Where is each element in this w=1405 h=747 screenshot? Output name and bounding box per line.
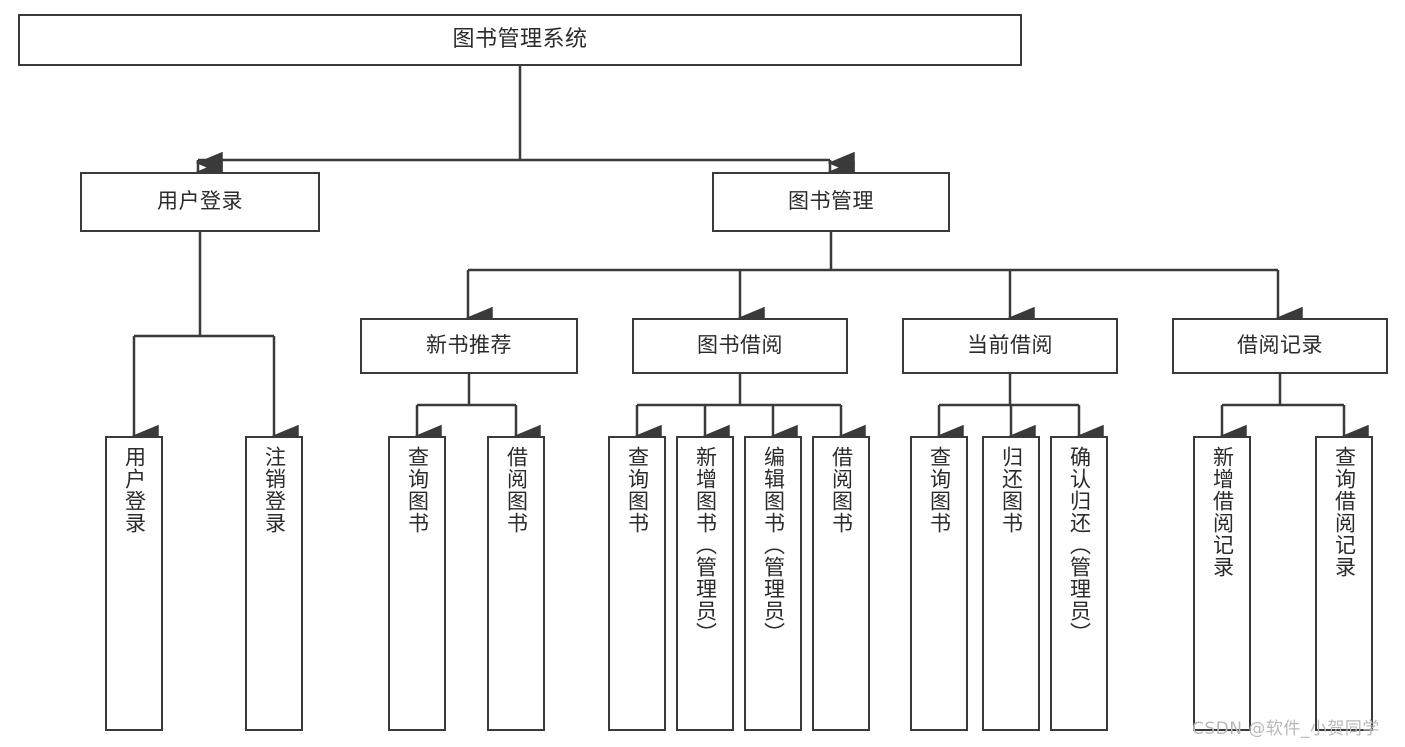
wires-borrow-record: [1219, 374, 1369, 448]
leaf-label: 查询图书: [625, 446, 650, 534]
leaf-label: 归还图书: [999, 446, 1024, 534]
leaf-label: 编辑图书（管理员）: [761, 446, 786, 644]
leaf-label: 查询图书: [927, 446, 952, 534]
node-leaf-borrow-book[interactable]: 借阅图书: [812, 436, 870, 731]
node-book-borrow[interactable]: 图书借阅: [632, 318, 848, 374]
wires-new-book-rec: [414, 374, 541, 448]
leaf-label: 借阅图书: [504, 446, 529, 534]
wires-root-arrows: [195, 160, 855, 184]
node-new-book-recommend[interactable]: 新书推荐: [360, 318, 578, 374]
node-leaf-add-book-admin[interactable]: 新增图书（管理员）: [676, 436, 734, 731]
node-leaf-query-book-borrow[interactable]: 查询图书: [608, 436, 666, 731]
node-leaf-add-borrow-record[interactable]: 新增借阅记录: [1193, 436, 1251, 731]
node-leaf-confirm-return-admin[interactable]: 确认归还（管理员）: [1050, 436, 1108, 731]
node-leaf-return-book[interactable]: 归还图书: [982, 436, 1040, 731]
node-current-borrow[interactable]: 当前借阅: [902, 318, 1118, 374]
node-leaf-edit-book-admin[interactable]: 编辑图书（管理员）: [744, 436, 802, 731]
leaf-label: 借阅图书: [829, 446, 854, 534]
wires-root: [195, 66, 855, 175]
wires-user-login: [131, 232, 299, 448]
leaf-label: 查询借阅记录: [1332, 446, 1357, 578]
node-borrow-record[interactable]: 借阅记录: [1172, 318, 1388, 374]
node-leaf-query-book-current[interactable]: 查询图书: [910, 436, 968, 731]
leaf-label: 查询图书: [405, 446, 430, 534]
leaf-label: 确认归还（管理员）: [1067, 446, 1092, 644]
node-user-login[interactable]: 用户登录: [80, 172, 320, 232]
node-leaf-user-login[interactable]: 用户登录: [105, 436, 163, 731]
csdn-watermark: CSDN @软件_小贺同学: [1192, 719, 1380, 739]
leaf-label: 用户登录: [122, 446, 147, 534]
wires-book-manage: [465, 232, 1303, 330]
wires-book-borrow: [634, 374, 866, 448]
leaf-label: 新增借阅记录: [1210, 446, 1235, 578]
node-leaf-query-book-recommend[interactable]: 查询图书: [388, 436, 446, 731]
node-leaf-borrow-book-recommend[interactable]: 借阅图书: [487, 436, 545, 731]
wires-current-borrow: [936, 374, 1104, 448]
leaf-label: 新增图书（管理员）: [693, 446, 718, 644]
node-root[interactable]: 图书管理系统: [18, 14, 1022, 66]
node-leaf-user-logout[interactable]: 注销登录: [245, 436, 303, 731]
node-leaf-query-borrow-record[interactable]: 查询借阅记录: [1315, 436, 1373, 731]
node-book-manage[interactable]: 图书管理: [712, 172, 950, 232]
leaf-label: 注销登录: [262, 446, 287, 534]
